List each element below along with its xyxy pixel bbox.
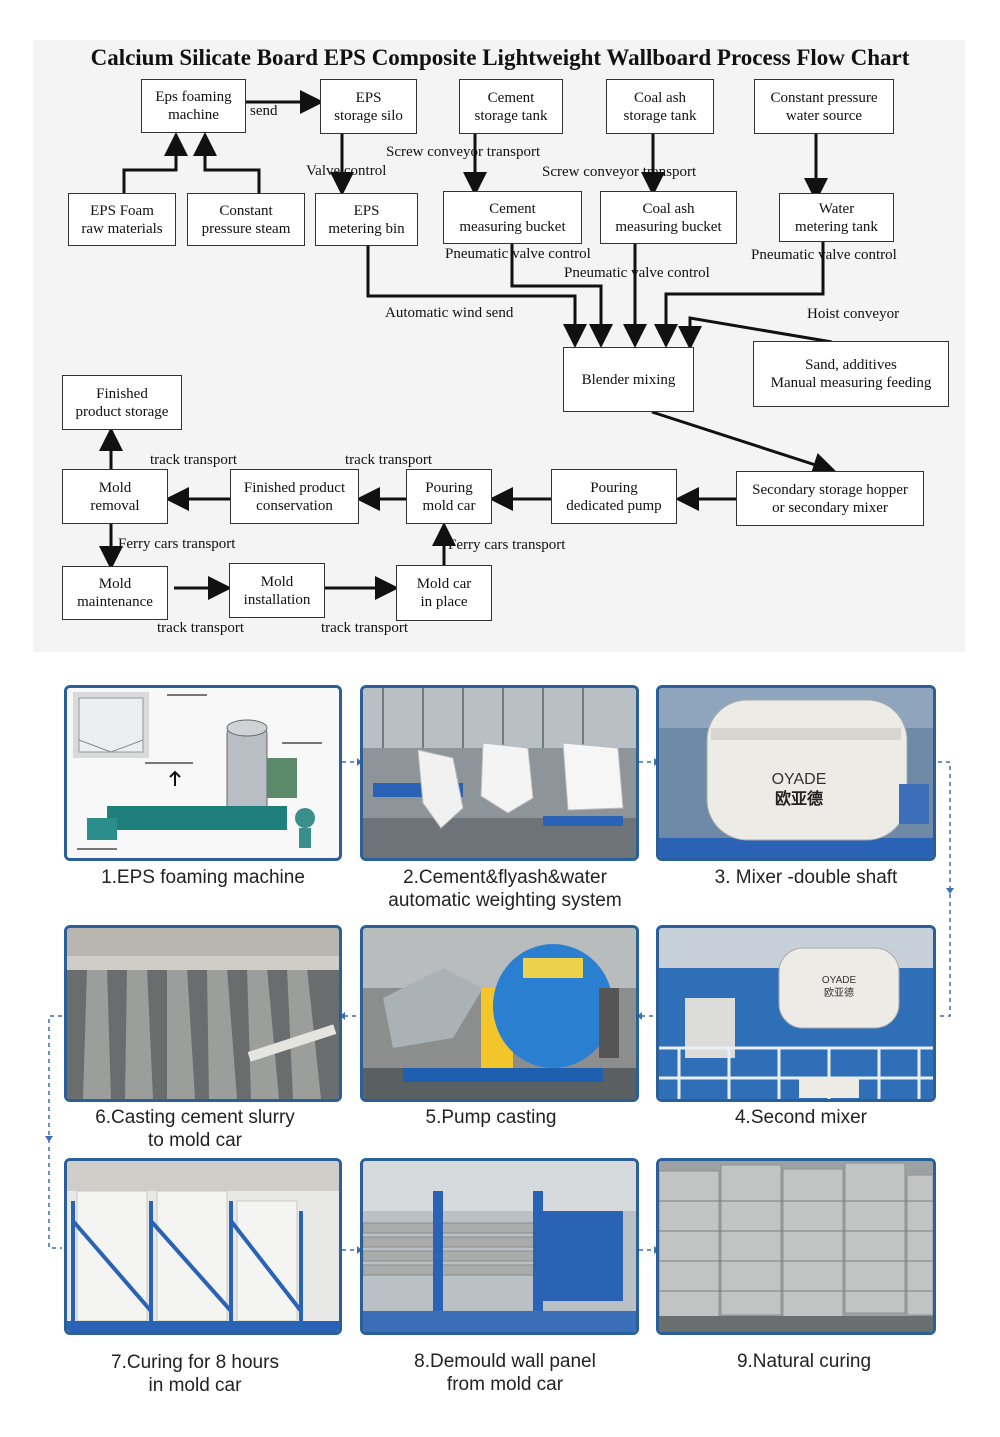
caption-2: 2.Cement&flyash&water automatic weightin…	[388, 867, 622, 911]
node-mold-removal: Mold removal	[62, 469, 168, 524]
caption-8: 8.Demould wall panel from mold car	[414, 1351, 596, 1395]
label-automatic-wind-send: Automatic wind send	[385, 305, 514, 321]
label-screw-conveyor-1: Screw conveyor transport	[386, 144, 541, 160]
arrow-blender-to-secondary	[651, 410, 837, 476]
photo-mixer-double-shaft: OYADE 欧亚德	[656, 685, 936, 861]
label-screw-conveyor-2: Screw conveyor transport	[542, 164, 697, 180]
label-pneumatic-3: Pneumatic valve control	[751, 247, 897, 263]
photo-curing-in-mold-car	[64, 1158, 342, 1335]
node-mold-car-in-place: Mold car in place	[396, 565, 492, 621]
label-send: send	[250, 103, 278, 119]
caption-5: 5.Pump casting	[425, 1107, 557, 1128]
label-ferry-cars-1: Ferry cars transport	[118, 536, 236, 552]
label-pneumatic-1: Pneumatic valve control	[445, 246, 591, 262]
node-sand-additives: Sand, additives Manual measuring feeding	[753, 341, 949, 407]
node-cement-storage-tank: Cement storage tank	[459, 79, 563, 134]
flow-chart-title: Calcium Silicate Board EPS Composite Lig…	[90, 45, 910, 70]
label-track-transport-1: track transport	[150, 452, 238, 468]
arrow-cement-bucket-to-blender	[510, 244, 613, 348]
photo-casting-slurry	[64, 925, 342, 1102]
label-hoist-conveyor: Hoist conveyor	[807, 306, 900, 322]
label-ferry-cars-2: Ferry cars transport	[448, 537, 566, 553]
node-coal-ash-storage-tank: Coal ash storage tank	[606, 79, 714, 134]
second-mixer-brand-cn: 欧亚德	[824, 986, 854, 999]
node-blender-mixing: Blender mixing	[563, 347, 694, 412]
label-track-transport-2: track transport	[345, 452, 433, 468]
caption-9: 9.Natural curing	[736, 1351, 872, 1372]
arrow-sand-to-blender	[678, 316, 833, 350]
node-pouring-mold-car: Pouring mold car	[406, 469, 492, 524]
photo-demould-wall-panel	[360, 1158, 639, 1335]
node-constant-pressure-water: Constant pressure water source	[754, 79, 894, 134]
node-eps-metering-bin: EPS metering bin	[315, 193, 418, 246]
node-secondary-storage-hopper: Secondary storage hopper or secondary mi…	[736, 471, 924, 526]
caption-1: 1.EPS foaming machine	[101, 867, 305, 888]
photo-natural-curing	[656, 1158, 936, 1335]
node-water-metering-tank: Water metering tank	[779, 193, 894, 242]
caption-4: 4.Second mixer	[734, 1107, 867, 1128]
arrow-steam-to-foaming	[193, 132, 261, 193]
caption-6: 6.Casting cement slurry to mold car	[95, 1107, 295, 1151]
photo-second-mixer: OYADE 欧亚德	[656, 925, 936, 1102]
label-track-transport-3: track transport	[157, 620, 245, 636]
arrow-raw-to-foaming	[122, 132, 188, 193]
node-coal-ash-measuring-bucket: Coal ash measuring bucket	[600, 191, 737, 244]
node-mold-installation: Mold installation	[229, 563, 325, 618]
node-mold-maintenance: Mold maintenance	[62, 566, 168, 620]
second-mixer-brand-en: OYADE	[822, 975, 857, 986]
arrow-water-tank-to-blender	[654, 242, 825, 348]
label-track-transport-4: track transport	[321, 620, 409, 636]
node-eps-foaming-machine: Eps foaming machine	[141, 79, 246, 133]
photo-weighing-system	[360, 685, 639, 861]
arrow-bin-to-blender	[366, 246, 587, 348]
node-finished-product-storage: Finished product storage	[62, 375, 182, 430]
node-pouring-dedicated-pump: Pouring dedicated pump	[551, 469, 677, 524]
photo-eps-foaming-machine	[64, 685, 342, 861]
mixer-brand-cn: 欧亚德	[775, 789, 823, 808]
caption-3: 3. Mixer -double shaft	[714, 867, 898, 888]
flow-connectors	[99, 90, 837, 600]
node-cement-measuring-bucket: Cement measuring bucket	[443, 191, 582, 244]
label-pneumatic-2: Pneumatic valve control	[564, 265, 710, 281]
mixer-brand-en: OYADE	[772, 771, 827, 788]
node-eps-foam-raw-materials: EPS Foam raw materials	[68, 193, 176, 246]
node-finished-product-conservation: Finished product conservation	[230, 469, 359, 524]
photo-pump-casting	[360, 925, 639, 1102]
label-valve-control: Valve control	[306, 163, 387, 179]
node-constant-pressure-steam: Constant pressure steam	[187, 193, 305, 246]
caption-7: 7.Curing for 8 hours in mold car	[111, 1352, 279, 1396]
node-eps-storage-silo: EPS storage silo	[320, 79, 417, 134]
